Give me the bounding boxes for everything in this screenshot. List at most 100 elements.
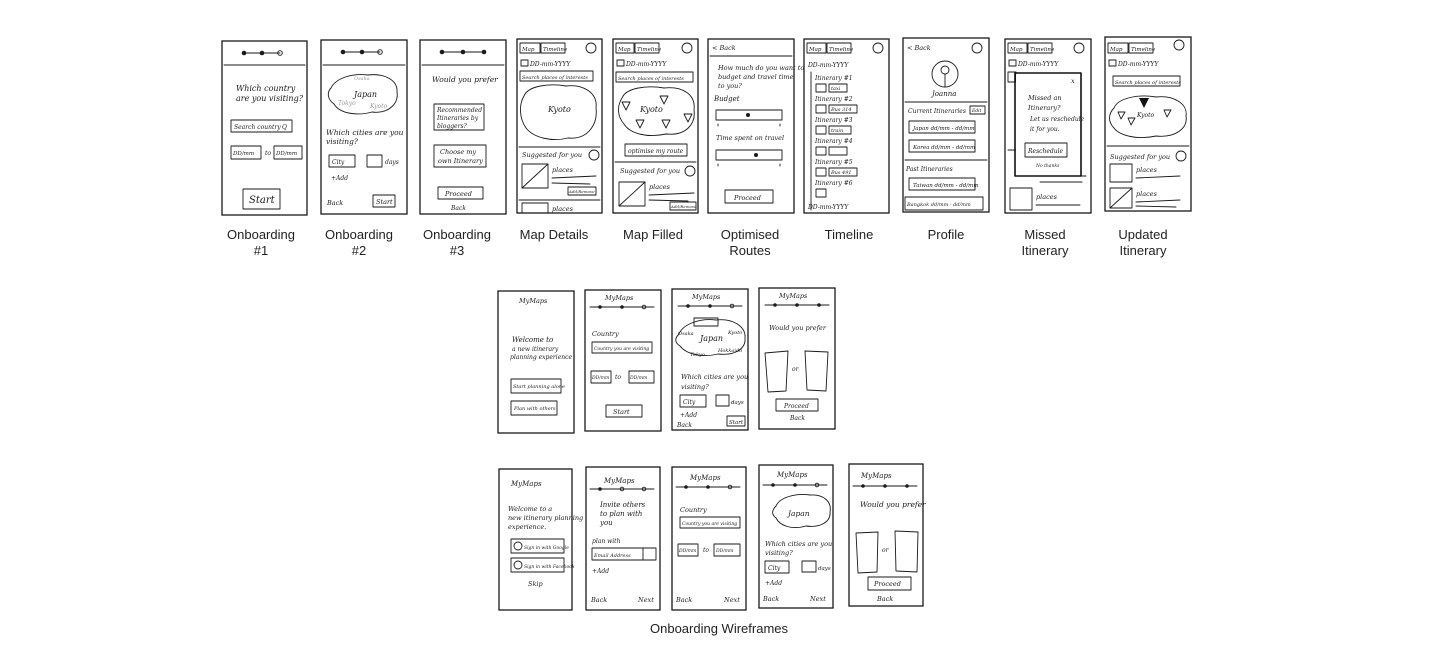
sketch-text: places: [552, 205, 574, 213]
sketch-text: experience.: [508, 523, 546, 531]
sketch-text: Proceed: [783, 403, 809, 410]
sketch-text: Itineraries by: [436, 115, 479, 122]
sketch-text: Kyoto: [727, 330, 742, 336]
sketch-text: Next: [637, 596, 654, 604]
sketch-text: Welcome to a: [508, 505, 552, 513]
caption-profile: Profile: [927, 227, 965, 242]
sketch-text: DD-mm-YYYY: [529, 61, 571, 68]
sketch-text: Country you are visiting: [682, 521, 737, 527]
caption-map-details: Map Details: [519, 227, 589, 242]
sketch-text: +Add: [765, 580, 782, 587]
close-icon: x: [1071, 77, 1075, 85]
sketch-text: Reschedule: [1027, 148, 1064, 155]
sketch-text: Back: [450, 205, 466, 212]
sketch-text: visiting?: [765, 549, 793, 557]
sketch-text: Country: [680, 506, 707, 514]
sketch-text: visiting?: [681, 383, 709, 391]
sketch-text: Start: [376, 198, 393, 206]
sketch-text: Japan: [352, 90, 377, 99]
sketch-text: +Add: [331, 175, 348, 182]
sketch-text: places: [1036, 193, 1058, 201]
sketch-missed-itinerary: Map Timeline DD-mm-YYYY places x Missed …: [1004, 38, 1092, 214]
sketch-text: MyMaps: [689, 474, 721, 482]
sketch-text: Proceed: [873, 580, 901, 588]
sketch-text: Itinerary?: [1027, 104, 1061, 112]
sketch-text: Suggested for you: [620, 167, 680, 175]
sketch-text: to plan with: [600, 510, 642, 518]
sketch-text: Country you are visiting: [594, 346, 649, 352]
sketch-text: MyMaps: [603, 477, 635, 485]
sketch-text: Kyoto: [639, 105, 663, 114]
sketch-text: taxi: [831, 86, 841, 92]
sketch-map-details: Map Timeline DD-mm-YYYY Search places of…: [516, 38, 603, 214]
sketch-text: Tokyo: [338, 100, 356, 107]
sketch-text: visiting?: [326, 137, 359, 146]
sketch-text: Tokyo: [690, 352, 705, 358]
sketch-text: or: [792, 366, 800, 373]
sketch-text: Bus 314: [830, 107, 852, 113]
sketch-text: DD-mm-YYYY: [625, 61, 667, 68]
sketch-text: Itinerary #2: [814, 96, 853, 103]
sketch-text: Plan with others: [513, 406, 556, 412]
sketch-text: Back: [326, 199, 343, 207]
sketch-text: Osaka: [354, 76, 370, 82]
sketch-text: Choose my: [440, 148, 476, 156]
sketch-text: places: [1136, 166, 1158, 174]
sketch-text: Taiwan dd/mm - dd/mm: [913, 183, 979, 189]
sketch-row3-prefer: MyMaps Would you prefer or Proceed Back: [848, 463, 926, 607]
sketch-text: Time spent on travel: [716, 134, 784, 142]
sketch-text: train: [831, 128, 843, 134]
sketch-text: < Back: [712, 44, 736, 52]
sketch-text: Itinerary #5: [814, 159, 853, 166]
sketch-text: Bus 491: [830, 170, 852, 176]
sketch-text: Skip: [528, 580, 543, 588]
sketch-text: No thanks: [1035, 163, 1060, 169]
sketch-text: Search places of interests: [522, 75, 588, 81]
sketch-text: it for you.: [1030, 126, 1060, 133]
sketch-text: DD/mm: [275, 151, 297, 157]
sketch-text: Which cities are you: [326, 128, 404, 137]
sketch-text: Next: [809, 595, 826, 603]
sketch-text: Email Address: [593, 553, 631, 559]
sketch-text: Timeline: [829, 47, 854, 53]
sketch-text: Would you prefer: [432, 75, 498, 84]
sketch-text: Recommended: [436, 107, 482, 114]
sketch-text: MyMaps: [510, 480, 542, 488]
sketch-text: Search country: [234, 124, 281, 131]
sketch-text: Which cities are you: [765, 540, 832, 548]
sketch-text: Past Itineraries: [905, 166, 953, 173]
sketch-text: places: [1136, 190, 1158, 198]
sketch-map-filled: Map Timeline DD-mm-YYYY Search places of…: [612, 38, 699, 214]
sketch-text: Back: [789, 415, 805, 422]
sketch-text: Would you prefer: [769, 324, 827, 332]
sketch-text: to: [265, 150, 271, 157]
sketch-text: Start: [613, 408, 630, 416]
sketch-text: MyMaps: [778, 292, 808, 300]
sketch-text: DD/mm: [232, 151, 254, 157]
caption-onboarding-wireframes: Onboarding Wireframes: [650, 621, 788, 636]
sketch-optimised-routes: < Back How much do you want to budget an…: [707, 38, 804, 214]
sketch-text: Next: [723, 596, 740, 604]
sketch-row2-country: MyMaps Country Country you are visiting …: [584, 289, 662, 432]
sketch-text: Would you prefer: [860, 500, 926, 509]
sketch-text: to you?: [718, 82, 742, 90]
sketch-text: +Add: [592, 568, 609, 575]
sketch-text: Start planning alone: [513, 384, 565, 390]
sketch-text: you: [599, 519, 613, 527]
sketch-text: new itinerary planning: [508, 514, 583, 522]
sketch-onboarding-1: Which country are you visiting? Search c…: [221, 40, 308, 216]
caption-optimised-routes: Optimised Routes: [720, 227, 780, 258]
sketch-text: DD-mm-YYYY: [1117, 61, 1159, 68]
sketch-text: Suggested for you: [522, 151, 582, 159]
sketch-text: Proceed: [444, 190, 472, 198]
sketch-text: Itinerary #1: [814, 75, 853, 82]
sketch-text: Map: [521, 47, 535, 53]
sketch-text: Timeline: [1030, 47, 1055, 53]
sketch-text: Hokkaido: [717, 348, 742, 354]
sketch-profile: < Back Joanna Current Itineraries Edit J…: [902, 37, 990, 213]
sketch-row2-cities: MyMaps Japan Osaka Kyoto Tokyo Hokkaido …: [671, 288, 749, 431]
sketch-text: Which cities are you: [681, 373, 748, 381]
caption-map-filled: Map Filled: [623, 227, 683, 242]
sketch-text: planning experience: [510, 354, 572, 361]
sketch-text: Kyoto: [369, 103, 388, 110]
